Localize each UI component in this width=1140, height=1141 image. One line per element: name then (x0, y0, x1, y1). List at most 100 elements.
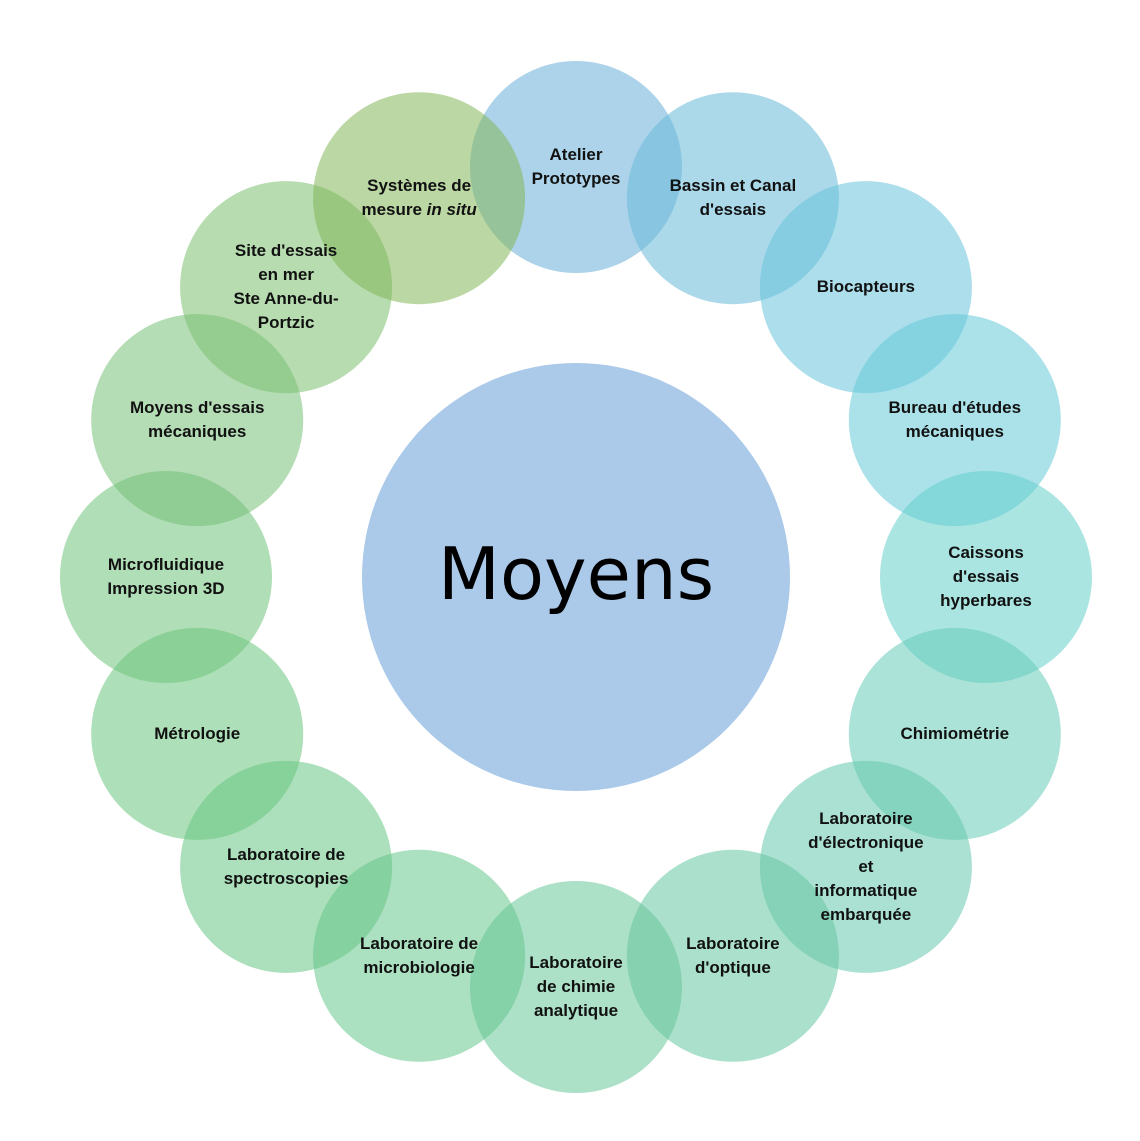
node-label-line: Chimiométrie (870, 722, 1040, 746)
node-label-line: spectroscopies (201, 867, 371, 891)
node-label-line: embarquée (781, 903, 951, 927)
node-label-text: en mer (258, 265, 314, 285)
node-label-line: d'essais (901, 565, 1071, 589)
node-label-line: hyperbares (901, 589, 1071, 613)
node-label-line: Site d'essais (201, 239, 371, 263)
node-circle-atelier-prototypes (470, 61, 682, 273)
node-label-text: d'essais (699, 200, 767, 220)
node-label-labo-spectroscopies: Laboratoire de spectroscopies (201, 843, 371, 891)
node-label-text: Systèmes de (367, 176, 472, 196)
node-label-text: hyperbares (940, 591, 1032, 610)
node-label-line: Laboratoire de (201, 843, 371, 867)
node-label-line: analytique (491, 999, 661, 1023)
node-label-text: mécaniques (905, 422, 1004, 442)
node-label-text: Impression 3D (107, 579, 225, 598)
node-label-line: Biocapteurs (781, 275, 951, 299)
node-label-text: Laboratoire (819, 808, 913, 828)
node-circle-bureau-etudes (848, 314, 1061, 527)
node-label-line: mesure in situ (334, 198, 504, 222)
node-label-text: microbiologie (363, 957, 475, 977)
node-label-line: mécaniques (112, 420, 282, 444)
node-label-line: Bureau d'études (870, 396, 1040, 420)
node-label-line: Laboratoire de (334, 932, 504, 956)
node-label-caissons: Caissons d'essais hyperbares (901, 541, 1071, 613)
node-label-line: Prototypes (491, 167, 661, 191)
node-label-line: Portzic (201, 311, 371, 335)
center-circle (362, 363, 790, 791)
node-label-line: de chimie (491, 975, 661, 999)
node-label-moyens-essais-mecaniques: Moyens d'essais mécaniques (112, 396, 282, 444)
node-label-text: Laboratoire de (360, 933, 479, 953)
node-label-text: Atelier (549, 145, 603, 164)
node-label-text: Laboratoire de (227, 844, 346, 864)
node-label-labo-optique: Laboratoire d'optique (648, 932, 818, 980)
node-label-text: analytique (533, 1001, 619, 1020)
node-label-line: Bassin et Canal (648, 174, 818, 198)
node-label-line: Moyens d'essais (112, 396, 282, 420)
node-label-line: informatique (781, 879, 951, 903)
node-label-line: Laboratoire (648, 932, 818, 956)
node-label-biocapteurs: Biocapteurs (781, 275, 951, 299)
node-label-text: mécaniques (148, 422, 247, 442)
node-label-text: mesure (361, 200, 427, 220)
node-label-text: Métrologie (154, 723, 241, 743)
node-label-text: Laboratoire (529, 953, 623, 972)
node-label-text: Portzic (257, 313, 315, 333)
node-circle-microfluidique (60, 471, 272, 683)
node-label-text: de chimie (536, 977, 616, 996)
node-label-text: embarquée (820, 904, 912, 924)
node-label-line: mécaniques (870, 420, 1040, 444)
center-label: Moyens (437, 532, 715, 616)
node-label-line: Laboratoire (491, 951, 661, 975)
node-ring (60, 61, 1092, 1093)
node-label-text: informatique (814, 880, 918, 900)
node-label-text: Bassin et Canal (669, 176, 797, 196)
node-label-bassin-canal: Bassin et Canal d'essais (648, 174, 818, 222)
node-label-text: Chimiométrie (900, 723, 1010, 743)
node-label-labo-microbiologie: Laboratoire de microbiologie (334, 932, 504, 980)
node-label-line: Métrologie (112, 722, 282, 746)
node-label-line: Atelier (491, 143, 661, 167)
node-label-text: et (858, 856, 874, 876)
node-circle-metrologie (91, 627, 304, 840)
node-circle-labo-optique (626, 849, 839, 1062)
node-circle-labo-chimie (470, 881, 682, 1093)
node-label-line: d'essais (648, 198, 818, 222)
node-label-labo-electronique: Laboratoire d'électronique et informatique e… (781, 807, 951, 927)
node-label-labo-chimie: Laboratoire de chimie analytique (491, 951, 661, 1023)
node-label-text: Caissons (948, 543, 1024, 562)
node-label-text: Moyens d'essais (129, 398, 265, 418)
node-label-text: Site d'essais (234, 241, 338, 261)
node-label-text: Microfluidique (107, 555, 225, 574)
node-label-line: d'électronique (781, 831, 951, 855)
node-label-text: Prototypes (531, 169, 621, 188)
node-label-text: d'électronique (808, 832, 924, 852)
node-label-line: Systèmes de (334, 174, 504, 198)
node-label-text: d'essais (952, 567, 1020, 586)
node-circle-systemes-mesure (313, 92, 526, 305)
node-label-bureau-etudes: Bureau d'études mécaniques (870, 396, 1040, 444)
node-label-text: in situ (426, 200, 477, 220)
node-label-metrologie: Métrologie (112, 722, 282, 746)
node-label-text: d'optique (694, 957, 771, 977)
node-label-text: spectroscopies (223, 868, 349, 888)
node-label-line: et (781, 855, 951, 879)
node-label-text: Ste Anne-du- (233, 289, 339, 309)
node-label-line: Impression 3D (81, 577, 251, 601)
node-label-line: Ste Anne-du- (201, 287, 371, 311)
node-label-line: d'optique (648, 956, 818, 980)
node-label-text: Bureau d'études (888, 398, 1022, 418)
node-label-line: Laboratoire (781, 807, 951, 831)
node-label-text: Laboratoire (686, 933, 780, 953)
node-label-text: Biocapteurs (816, 277, 916, 297)
node-label-line: en mer (201, 263, 371, 287)
node-label-line: Caissons (901, 541, 1071, 565)
node-circle-caissons (880, 471, 1092, 683)
node-label-line: microbiologie (334, 956, 504, 980)
node-label-line: Microfluidique (81, 553, 251, 577)
